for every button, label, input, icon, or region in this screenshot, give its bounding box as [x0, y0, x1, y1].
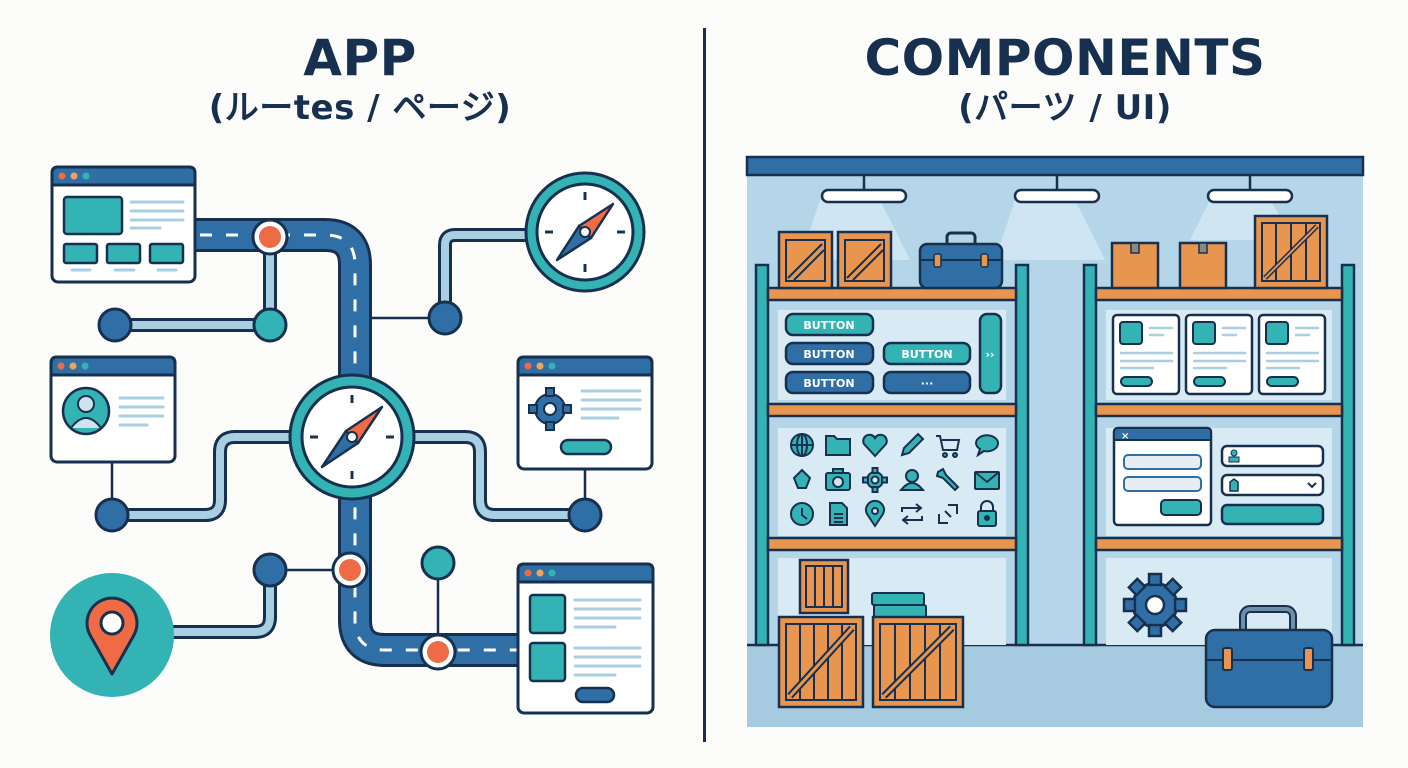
clock-icon — [790, 502, 814, 526]
button-component — [784, 312, 875, 337]
crate-stack — [777, 558, 965, 709]
button-component — [784, 341, 875, 366]
buttons-shelf: BUTTON BUTTON BUTTON BUTTON ··· ›› — [784, 312, 1003, 395]
gear-icon — [1122, 572, 1188, 638]
icons-shelf — [790, 432, 1000, 528]
list-window — [516, 562, 655, 715]
crate-icon — [1253, 214, 1329, 290]
button-component — [882, 370, 972, 395]
button-label: BUTTON — [803, 348, 854, 361]
crate-icon — [777, 230, 893, 290]
link-break-icon — [938, 504, 958, 524]
globe-icon — [790, 433, 814, 457]
settings-window — [516, 355, 654, 471]
components-subtitle: (パーツ / UI) — [958, 88, 1172, 128]
center-divider — [703, 28, 706, 742]
app-subtitle: (ルーtes / ページ) — [208, 88, 512, 128]
warehouse: BUTTON BUTTON BUTTON BUTTON ··· ›› — [745, 155, 1365, 727]
toolbox-icon — [1204, 605, 1334, 709]
chat-icon — [974, 434, 999, 458]
close-icon: × — [1121, 431, 1129, 442]
select-input-component — [1220, 473, 1325, 497]
profile-window — [49, 355, 177, 464]
button-component — [784, 370, 875, 395]
username-input-component — [1220, 444, 1325, 468]
dashboard-window — [50, 165, 197, 284]
button-label: BUTTON — [901, 348, 952, 361]
card-component — [1184, 313, 1254, 396]
button-label: BUTTON — [803, 319, 854, 332]
gear-icon — [528, 387, 572, 431]
repeat-icon — [901, 503, 923, 525]
dialog-component: × — [1112, 426, 1213, 527]
toolbox-icon — [918, 231, 1004, 290]
wrench-icon — [935, 467, 960, 492]
cards-shelf — [1111, 313, 1327, 396]
bird-icon — [792, 468, 812, 489]
app-title: APP — [303, 29, 417, 87]
button-component — [882, 341, 972, 366]
camera-icon — [825, 468, 851, 491]
compass-icon — [288, 373, 416, 501]
chevron-right-icon: ›› — [985, 348, 994, 361]
map-pin-icon — [50, 573, 174, 697]
side-button-component — [978, 312, 1003, 395]
components-title: COMPONENTS — [864, 29, 1266, 87]
gear-icon — [862, 467, 888, 493]
heart-icon — [862, 433, 888, 458]
chevron-down-icon — [1307, 482, 1317, 489]
route-map — [49, 165, 655, 715]
mail-icon — [974, 471, 1000, 490]
submit-button-component — [1220, 503, 1325, 526]
user-icon — [898, 469, 926, 491]
cart-icon — [936, 435, 961, 458]
pencil-icon — [900, 432, 925, 457]
button-label: BUTTON — [803, 377, 854, 390]
compass-icon — [524, 171, 646, 293]
document-icon — [829, 502, 848, 526]
location-icon — [865, 499, 885, 528]
card-component — [1111, 313, 1181, 396]
box-icon — [1110, 241, 1228, 290]
card-component — [1257, 313, 1327, 396]
lock-icon — [977, 500, 997, 527]
button-label: ··· — [921, 377, 934, 390]
folder-icon — [825, 435, 851, 456]
forms-shelf: × — [1112, 426, 1325, 527]
